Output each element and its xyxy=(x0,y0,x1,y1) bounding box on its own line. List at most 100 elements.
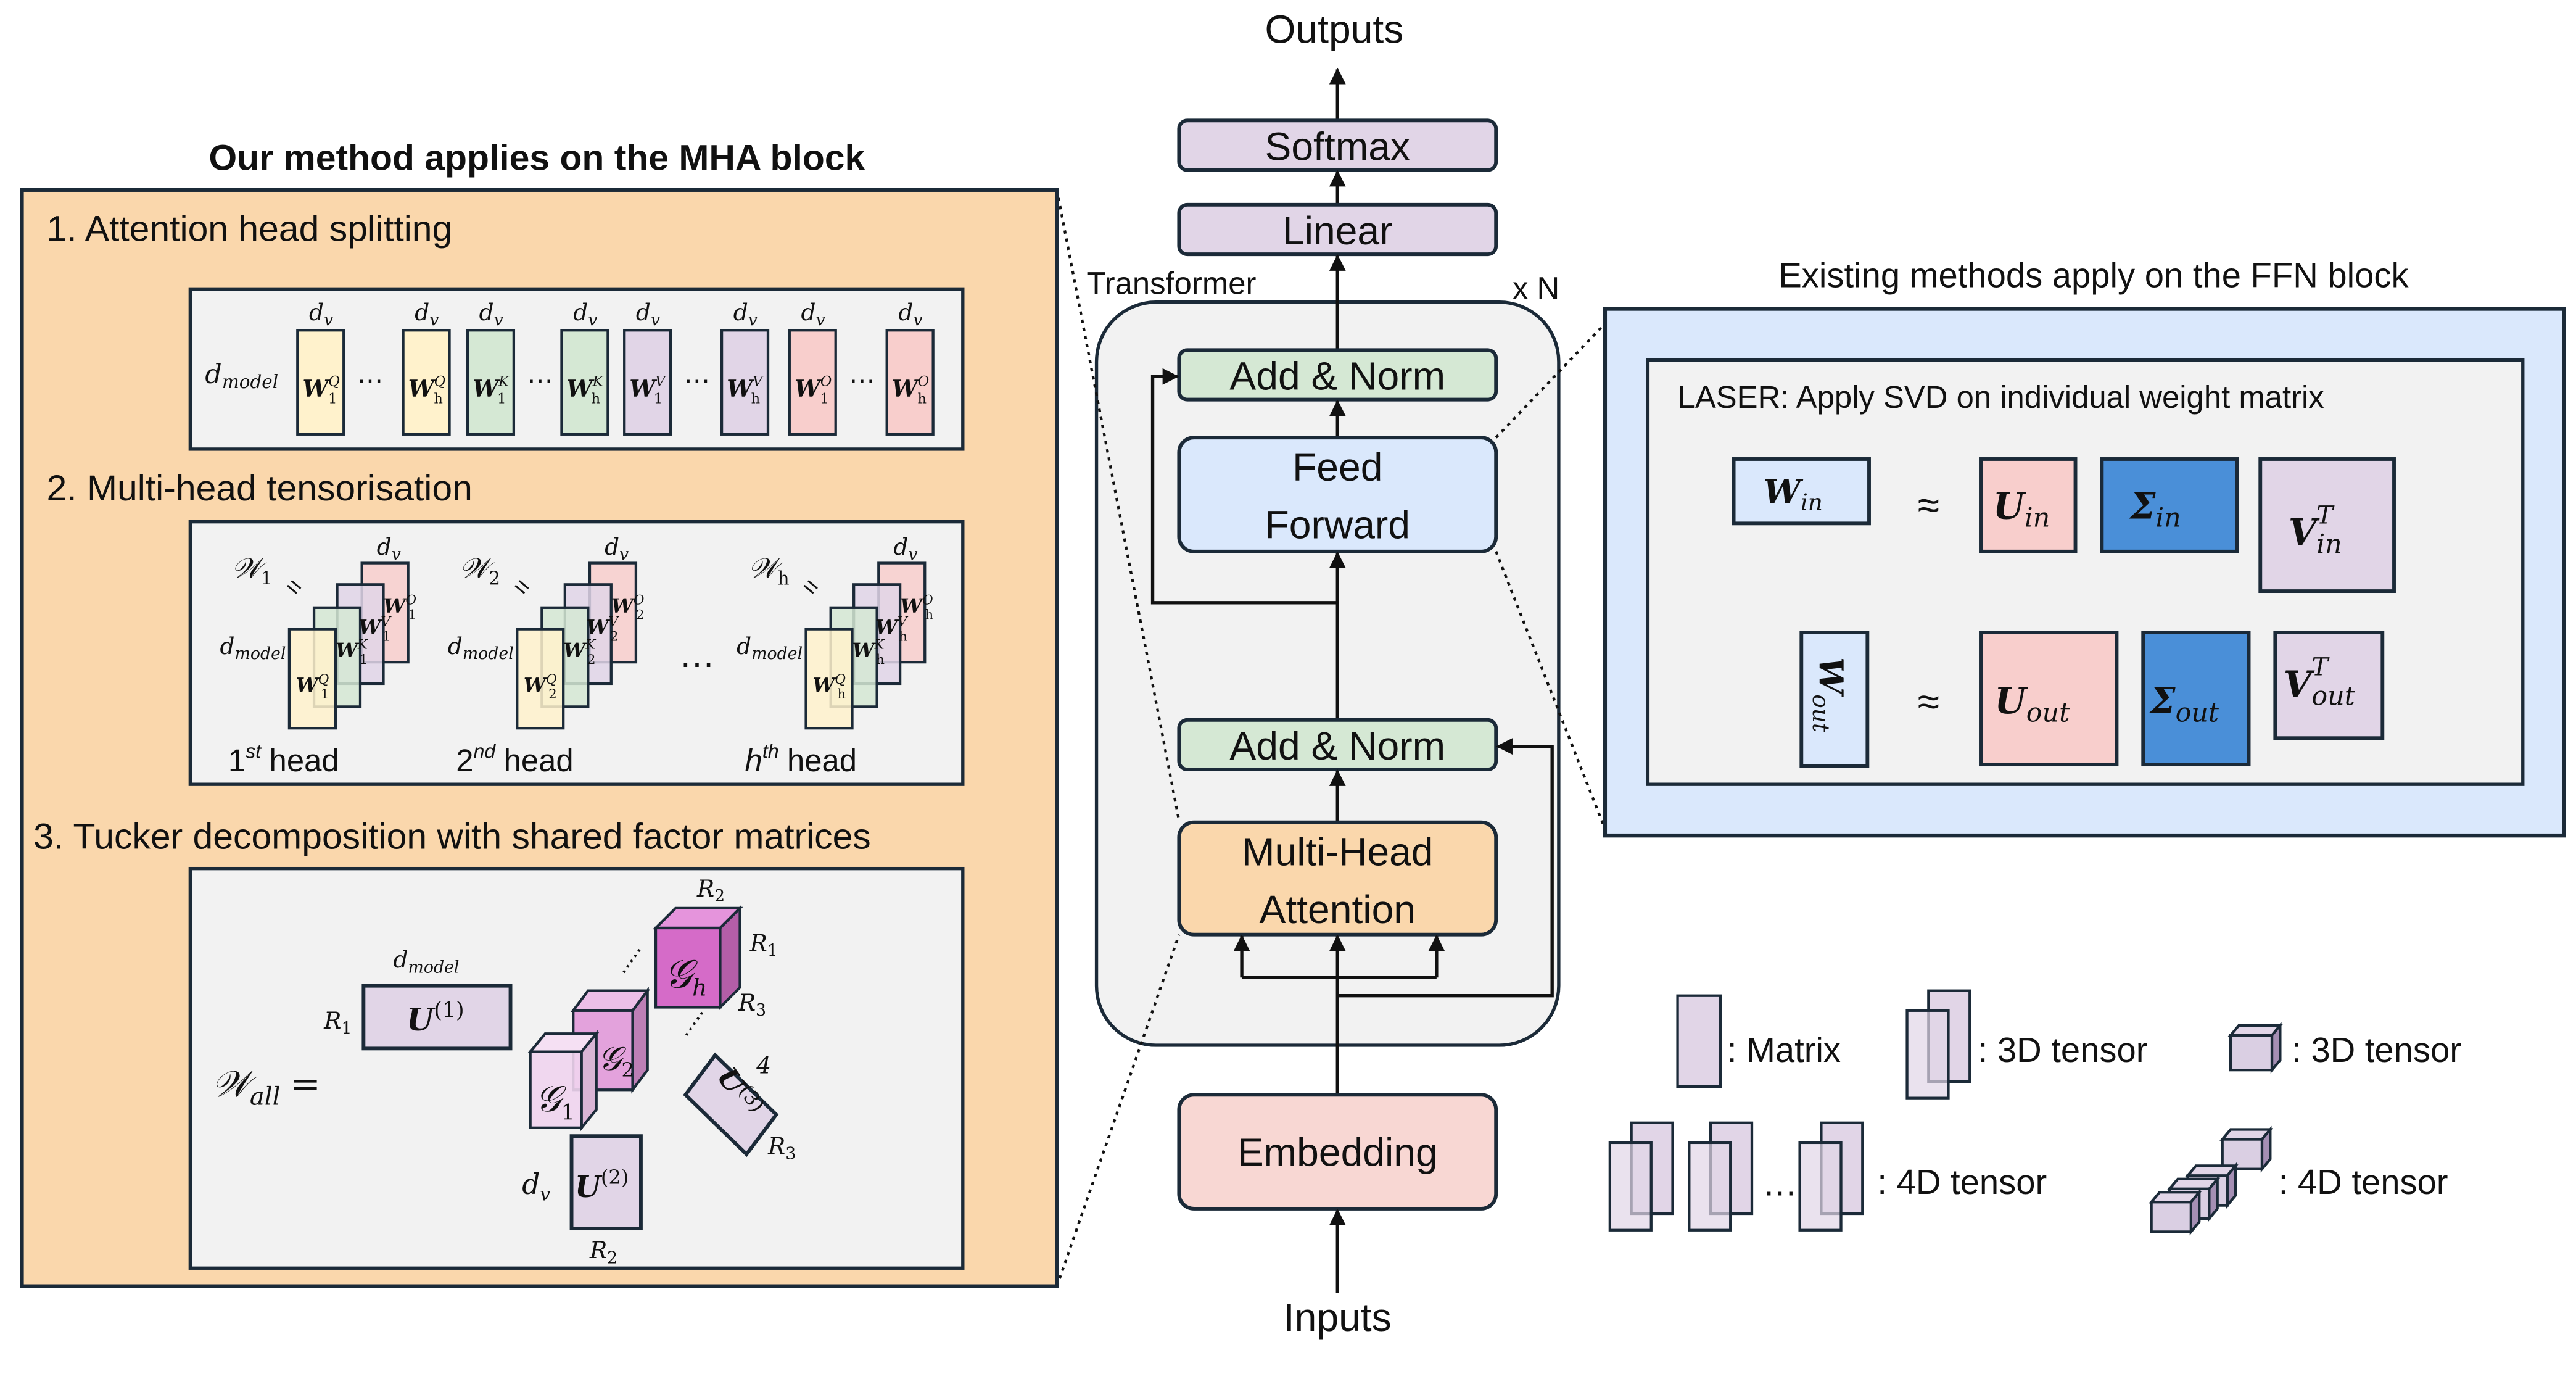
dv-sub: v xyxy=(392,545,401,564)
weight-matrix-label-base: W xyxy=(629,375,658,402)
laser-title: LASER: Apply SVD on individual weight ma… xyxy=(1678,379,2324,415)
dv-sub: v xyxy=(748,310,758,329)
weight-matrix xyxy=(560,329,609,436)
weight-matrix-label-sub: 1 xyxy=(328,391,337,407)
add-norm-bottom-label: Add & Norm xyxy=(1229,724,1445,768)
step2-ellipsis: … xyxy=(679,635,716,675)
caption-num: 2 xyxy=(456,743,473,778)
dv-label: dv xyxy=(733,299,758,329)
dv-base: d xyxy=(636,299,651,326)
slice-sup: K xyxy=(585,637,597,653)
core-h-label: 𝒢h xyxy=(664,951,707,1001)
tensor-index: 2 xyxy=(489,568,500,589)
dmodel-base: d xyxy=(220,632,235,660)
slice-base: W xyxy=(524,673,548,697)
ellipsis: ⋯ xyxy=(527,367,553,396)
slice-sup: K xyxy=(874,637,886,653)
u3-factor-matrix xyxy=(683,1052,779,1158)
legend-3d-slices-icon xyxy=(1905,989,1971,1100)
step2-title: 2. Multi-head tensorisation xyxy=(47,468,473,508)
v-in-matrix xyxy=(2258,457,2396,594)
core-tensor-2 xyxy=(570,987,650,1094)
feed-forward-label-line1: Feed xyxy=(1292,445,1382,489)
caption-sup: st xyxy=(246,740,262,762)
step1-title: 1. Attention head splitting xyxy=(47,209,453,249)
legend-4d-slices-icon xyxy=(1608,1121,1864,1232)
residual-mha xyxy=(1337,738,1554,998)
dmodel-base: d xyxy=(737,632,751,660)
weight-matrix-label-sup: V xyxy=(655,373,667,389)
dv-sub: v xyxy=(651,310,660,329)
softmax-label: Softmax xyxy=(1265,125,1411,169)
slice-sub: h xyxy=(837,687,846,702)
weight-matrix-label-sub: h xyxy=(434,391,442,407)
slice-base: W xyxy=(383,594,407,618)
dv-base: d xyxy=(893,533,908,560)
u1-col-dim: dmodel xyxy=(394,946,460,977)
slice-sup: Q xyxy=(835,672,846,687)
dv-label: dv xyxy=(801,299,825,329)
dv-sub: v xyxy=(494,310,503,329)
connector-ffn-top xyxy=(1495,323,1606,439)
weight-matrix-label-base: W xyxy=(567,375,595,402)
weight-matrix-label-sup: O xyxy=(918,373,929,389)
residual-ffn xyxy=(1150,368,1338,605)
slice-base: W xyxy=(336,639,360,662)
slice-sub: 1 xyxy=(382,629,390,644)
caption-num: 1 xyxy=(228,743,246,778)
dmodel-base: d xyxy=(448,632,463,660)
weight-matrix-label-sup: V xyxy=(753,373,764,389)
slice-sub: 2 xyxy=(548,687,557,702)
embedding-label: Embedding xyxy=(1237,1130,1438,1174)
core-dim-r3: R3 xyxy=(738,989,766,1020)
u-in-label: Uin xyxy=(1993,484,2050,533)
slice-sup: Q xyxy=(546,672,557,687)
u2-col-dim: R2 xyxy=(589,1237,617,1267)
w-out-label: Wout xyxy=(1807,657,1851,733)
legend-3d-cube-label: : 3D tensor xyxy=(2292,1030,2461,1069)
dv-sub: v xyxy=(816,310,825,329)
mha-label-line1: Multi-Head xyxy=(1242,829,1434,874)
slice-sub: 1 xyxy=(360,652,368,668)
dv-base: d xyxy=(415,299,429,326)
weight-matrix-label-sub: 1 xyxy=(654,391,663,407)
w-in-label: Win xyxy=(1764,473,1823,516)
dv-base: d xyxy=(479,299,494,326)
dmodel-sub: model xyxy=(235,644,286,663)
dv-base: d xyxy=(377,533,392,560)
weight-matrix-label: WV 1 xyxy=(629,373,667,407)
caption-sup: th xyxy=(762,740,779,762)
ellipsis: ⋯ xyxy=(684,367,711,396)
weight-matrix xyxy=(623,329,672,436)
slice-sup: V xyxy=(898,614,909,629)
sigma-in-label: Σin xyxy=(2129,484,2181,533)
slice-sup: Q xyxy=(318,672,329,687)
core-tensor-1: 𝒢1 xyxy=(527,1030,600,1132)
legend-4d-slices-label: : 4D tensor xyxy=(1877,1162,2047,1201)
w-out-matrix xyxy=(1799,631,1870,768)
mha-label-line2: Attention xyxy=(1260,887,1416,932)
legend-4d-cubes-label: : 4D tensor xyxy=(2279,1162,2448,1201)
weight-matrix-label-base: W xyxy=(408,375,437,402)
u2-row-dim: dv xyxy=(522,1168,550,1205)
dv-sub: v xyxy=(913,310,922,329)
legend-slice xyxy=(1608,1141,1653,1232)
feed-forward-label-line2: Forward xyxy=(1265,502,1411,547)
slice-sub: h xyxy=(876,652,885,668)
mha-method-panel: Our method applies on the MHA block 1. A… xyxy=(20,138,1059,1288)
slice-sup: O xyxy=(922,592,933,608)
dv-base: d xyxy=(573,299,588,326)
u-in-matrix xyxy=(1979,457,2078,553)
core-dim-r1: R1 xyxy=(749,929,778,960)
